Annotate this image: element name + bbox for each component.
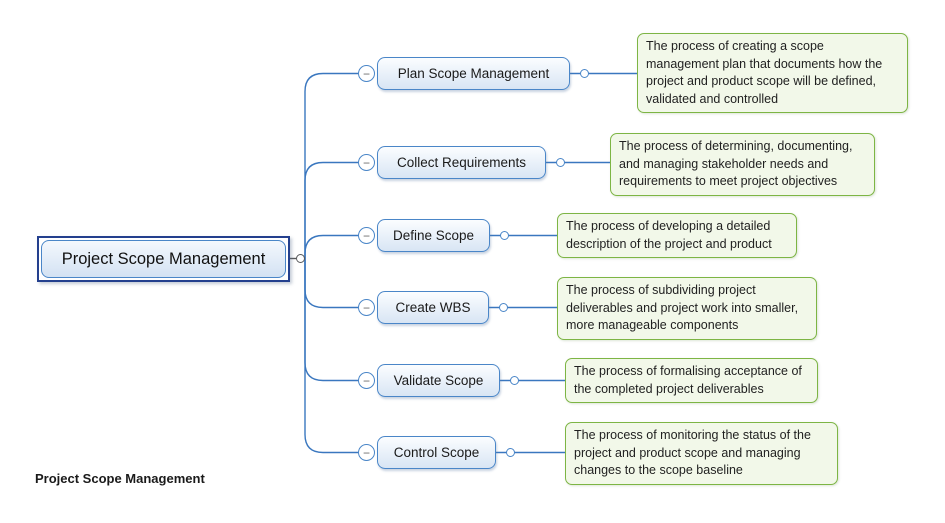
connection-point-icon <box>499 303 508 312</box>
note-text: The process of monitoring the status of … <box>574 428 811 477</box>
note-callout[interactable]: The process of determining, documenting,… <box>610 133 875 196</box>
branch-node-label: Control Scope <box>393 445 480 460</box>
collapse-minus-icon[interactable]: − <box>358 65 375 82</box>
collapse-minus-icon[interactable]: − <box>358 227 375 244</box>
note-callout[interactable]: The process of creating a scope manageme… <box>637 33 908 113</box>
root-node-body: Project Scope Management <box>41 240 286 278</box>
branch-node-define-scope[interactable]: Define Scope <box>377 219 490 252</box>
connection-point-icon <box>500 231 509 240</box>
branch-node-control-scope[interactable]: Control Scope <box>377 436 496 469</box>
note-callout[interactable]: The process of subdividing project deliv… <box>557 277 817 340</box>
connection-point-icon <box>296 254 305 263</box>
branch-node-create-wbs[interactable]: Create WBS <box>377 291 489 324</box>
connection-point-icon <box>510 376 519 385</box>
branch-node-label: Validate Scope <box>393 373 484 388</box>
root-node[interactable]: Project Scope Management <box>37 236 290 282</box>
collapse-minus-icon[interactable]: − <box>358 444 375 461</box>
connection-point-icon <box>506 448 515 457</box>
note-text: The process of creating a scope manageme… <box>646 39 883 106</box>
note-text: The process of developing a detailed des… <box>566 219 772 251</box>
root-node-label: Project Scope Management <box>61 249 266 268</box>
branch-node-label: Create WBS <box>395 300 471 315</box>
collapse-minus-icon[interactable]: − <box>358 299 375 316</box>
branch-node-label: Define Scope <box>392 228 475 243</box>
branch-node-label: Collect Requirements <box>396 155 527 170</box>
diagram-caption: Project Scope Management <box>35 471 205 486</box>
note-text: The process of formalising acceptance of… <box>574 364 802 396</box>
collapse-minus-icon[interactable]: − <box>358 154 375 171</box>
note-callout[interactable]: The process of developing a detailed des… <box>557 213 797 258</box>
branch-node-validate-scope[interactable]: Validate Scope <box>377 364 500 397</box>
branch-node-label: Plan Scope Management <box>397 66 550 81</box>
branch-node-collect-requirements[interactable]: Collect Requirements <box>377 146 546 179</box>
connection-point-icon <box>556 158 565 167</box>
branch-node-plan-scope-management[interactable]: Plan Scope Management <box>377 57 570 90</box>
note-callout[interactable]: The process of monitoring the status of … <box>565 422 838 485</box>
note-text: The process of subdividing project deliv… <box>566 283 799 332</box>
note-callout[interactable]: The process of formalising acceptance of… <box>565 358 818 403</box>
note-text: The process of determining, documenting,… <box>619 139 853 188</box>
connection-point-icon <box>580 69 589 78</box>
collapse-minus-icon[interactable]: − <box>358 372 375 389</box>
